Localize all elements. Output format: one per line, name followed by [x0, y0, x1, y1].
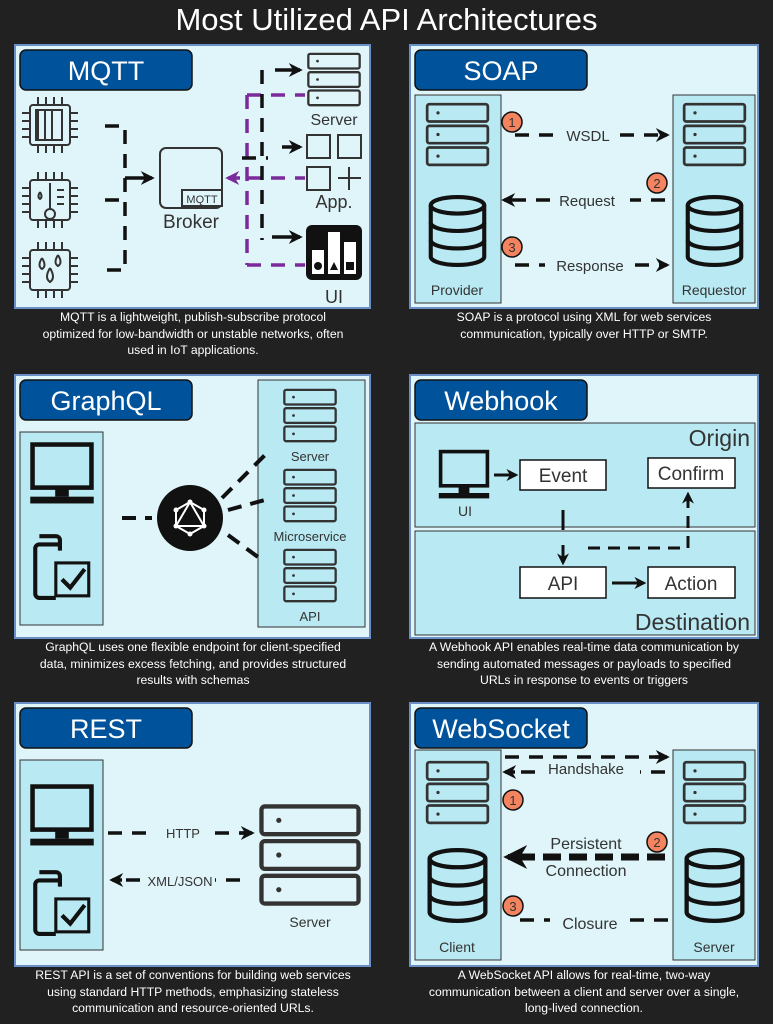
broker-tag: MQTT [186, 194, 217, 206]
confirm-label: Confirm [658, 464, 725, 485]
http-label: HTTP [166, 826, 200, 841]
websocket-title-pill [414, 707, 588, 749]
page-title: Most Utilized API Architectures [175, 2, 598, 37]
websocket-caption: A WebSocket API allows for real-time, tw… [399, 967, 769, 1017]
graphql-caption: GraphQL uses one flexible endpoint for c… [8, 639, 378, 689]
handshake-label: Handshake [548, 761, 624, 778]
caption-line: communication, typically over HTTP or SM… [460, 326, 708, 341]
rest-caption: REST API is a set of conventions for bui… [8, 967, 378, 1017]
step-1-badge [502, 789, 524, 811]
mqtt-caption: MQTT is a lightweight, publish-subscribe… [8, 309, 378, 359]
destination-label: Destination [635, 609, 750, 635]
rest-title: REST [70, 714, 142, 744]
caption-line: MQTT is a lightweight, publish-subscribe… [60, 310, 326, 324]
chart-ui-icon [306, 225, 362, 280]
badge-number: 2 [653, 176, 660, 191]
origin-label: Origin [689, 425, 750, 451]
soap-title: SOAP [463, 56, 538, 86]
mqtt-ui-label: UI [325, 287, 343, 307]
ws-client-label: Client [439, 939, 475, 955]
caption-line: sending automated messages or payloads t… [436, 656, 732, 671]
webhook-api-label: API [548, 574, 579, 595]
step-3-badge [501, 236, 523, 258]
rest-title-pill [19, 707, 193, 749]
webhook-ui-label: UI [458, 503, 472, 519]
caption-line: using standard HTTP methods, emphasizing… [47, 984, 339, 999]
app-grid-icon [306, 134, 362, 191]
persistent-label: Persistent [550, 836, 622, 853]
xml-json-label: XML/JSON [147, 874, 212, 889]
webhook-title: Webhook [444, 386, 558, 416]
caption-line: communication between a client and serve… [428, 984, 740, 999]
badge-number: 1 [508, 115, 515, 130]
badge-number: 3 [508, 240, 515, 255]
webhook-title-pill [414, 379, 588, 421]
mqtt-title-pill [19, 49, 193, 91]
connection-label: Connection [546, 863, 627, 880]
graphql-server-label: Server [291, 449, 330, 464]
requestor-label: Requestor [682, 282, 747, 298]
ws-server-label: Server [693, 939, 735, 955]
graphql-title: GraphQL [50, 386, 161, 416]
mqtt-title: MQTT [68, 56, 144, 86]
step-2-badge [646, 172, 668, 194]
wsdl-label: WSDL [566, 128, 609, 145]
graphql-api-label: API [300, 609, 321, 624]
event-box [519, 459, 607, 491]
caption-line: SOAP is a protocol using XML for web ser… [456, 310, 712, 324]
broker-icon: MQTT [159, 147, 223, 209]
confirm-box [647, 457, 736, 489]
caption-line: optimized for low-bandwidth or unstable … [42, 326, 344, 341]
provider-label: Provider [431, 282, 483, 298]
action-label: Action [665, 574, 718, 595]
graphql-logo-icon [157, 485, 223, 551]
caption-line: A WebSocket API allows for real-time, tw… [457, 968, 711, 982]
mqtt-app-label: App. [315, 192, 352, 212]
soap-caption: SOAP is a protocol using XML for web ser… [399, 309, 769, 342]
caption-line: data, minimizes excess fetching, and pro… [39, 656, 347, 671]
step-3-badge [502, 895, 524, 917]
client-box [414, 749, 502, 961]
broker-label: Broker [163, 212, 220, 233]
action-box [647, 566, 736, 599]
caption-line: REST API is a set of conventions for bui… [35, 968, 351, 982]
mqtt-server-label: Server [310, 112, 358, 129]
badge-number: 2 [653, 835, 660, 850]
websocket-title: WebSocket [432, 714, 570, 744]
caption-line: URLs in response to events or triggers [480, 673, 688, 687]
badge-number: 1 [509, 793, 516, 808]
response-label: Response [556, 258, 624, 275]
step-2-badge [646, 831, 668, 853]
caption-line: results with schemas [136, 673, 250, 687]
caption-line: A Webhook API enables real-time data com… [428, 640, 740, 654]
caption-line: long-lived connection. [525, 1001, 643, 1015]
microservice-label: Microservice [274, 529, 347, 544]
event-label: Event [539, 466, 588, 487]
caption-line: communication and resource-oriented URLs… [72, 1001, 314, 1015]
request-label: Request [559, 193, 616, 210]
closure-label: Closure [562, 916, 617, 933]
graphql-title-pill [19, 379, 193, 421]
soap-title-pill [414, 49, 588, 91]
caption-line: used in IoT applications. [127, 343, 259, 357]
rest-server-label: Server [289, 914, 331, 930]
caption-line: GraphQL uses one flexible endpoint for c… [45, 640, 341, 654]
step-1-badge [501, 111, 523, 133]
webhook-caption: A Webhook API enables real-time data com… [399, 639, 769, 689]
badge-number: 3 [509, 899, 516, 914]
